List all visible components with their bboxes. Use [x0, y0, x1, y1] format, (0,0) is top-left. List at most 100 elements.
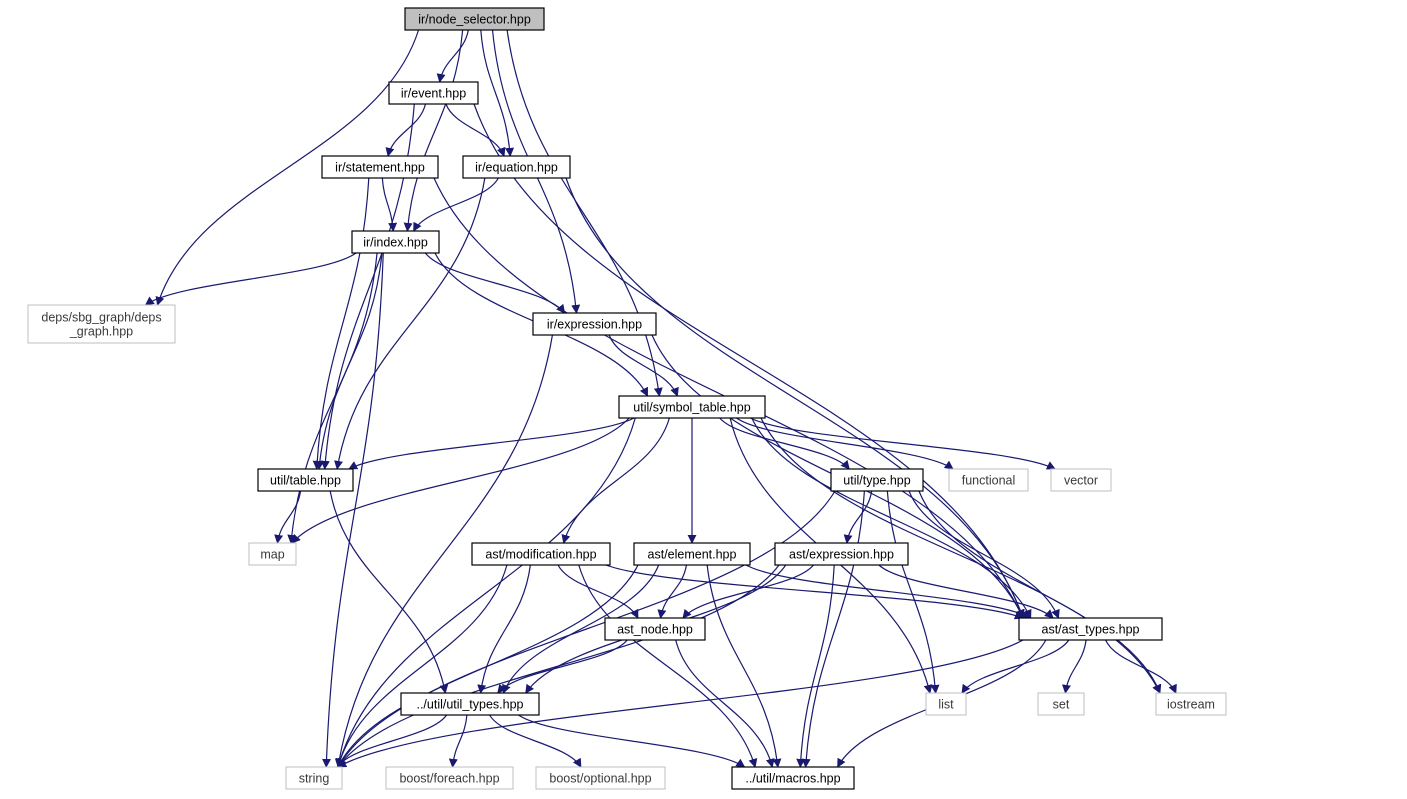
edge-equation-to-ast_types — [565, 177, 1025, 619]
edge-ast_node-to-util_types — [497, 639, 628, 694]
node-event[interactable]: ir/event.hpp — [388, 81, 479, 105]
node-set: set — [1037, 692, 1085, 716]
edge-element-to-util_types — [502, 564, 660, 694]
node-element-box — [633, 542, 751, 566]
node-vector-label: vector — [1064, 474, 1098, 488]
edge-index-to-map — [287, 252, 378, 544]
edge-symbol_table-to-table — [348, 417, 635, 470]
node-ast_node-box — [604, 617, 706, 641]
edge-element-to-ast_types — [745, 564, 1032, 619]
node-deps_graph: deps/sbg_graph/deps_graph.hpp — [27, 304, 176, 344]
edge-modification-to-string — [335, 564, 508, 768]
edge-modification-to-ast_types — [605, 564, 1024, 620]
edge-element-to-ast_node — [657, 564, 688, 619]
edge-util_types-to-string — [336, 714, 448, 768]
node-functional-label: functional — [962, 474, 1016, 488]
node-element-label: ast/element.hpp — [648, 548, 737, 562]
node-string-label: string — [299, 772, 330, 786]
node-table[interactable]: util/table.hpp — [257, 468, 354, 492]
node-macros-label: ../util/macros.hpp — [745, 772, 840, 786]
edge-symbol_table-to-iostream — [760, 417, 1161, 694]
node-macros[interactable]: ../util/macros.hpp — [731, 766, 855, 790]
node-functional-box — [948, 468, 1029, 492]
node-string: string — [285, 766, 343, 790]
edge-index-to-ir_expression — [424, 252, 566, 314]
node-map: map — [248, 542, 297, 566]
edge-util_types-to-optional — [489, 714, 582, 768]
node-index[interactable]: ir/index.hpp — [351, 230, 440, 254]
node-util_types-box — [400, 692, 540, 716]
edge-table-to-util_types — [329, 490, 449, 694]
node-list-box — [925, 692, 967, 716]
node-node_selector-label: ir/node_selector.hpp — [418, 13, 531, 27]
node-equation-box — [462, 155, 571, 179]
node-index-box — [351, 230, 440, 254]
node-optional: boost/optional.hpp — [535, 766, 666, 790]
node-deps_graph-label: _graph.hpp — [69, 325, 133, 339]
node-modification-label: ast/modification.hpp — [485, 548, 596, 562]
node-statement[interactable]: ir/statement.hpp — [321, 155, 439, 179]
edge-event-to-equation — [445, 103, 506, 157]
edge-type-to-ast_expression — [843, 490, 873, 544]
node-string-box — [285, 766, 343, 790]
node-ast_node[interactable]: ast_node.hpp — [604, 617, 706, 641]
node-statement-label: ir/statement.hpp — [335, 161, 425, 175]
edge-type-to-string — [337, 490, 836, 768]
node-element[interactable]: ast/element.hpp — [633, 542, 751, 566]
node-equation[interactable]: ir/equation.hpp — [462, 155, 571, 179]
node-optional-box — [535, 766, 666, 790]
node-symbol_table[interactable]: util/symbol_table.hpp — [618, 395, 766, 419]
edge-ast_types-to-list — [961, 639, 1070, 694]
node-ast_expression[interactable]: ast/expression.hpp — [774, 542, 909, 566]
edge-symbol_table-to-modification — [561, 417, 670, 544]
node-list: list — [925, 692, 967, 716]
edge-index-to-deps_graph — [144, 252, 357, 306]
node-map-box — [248, 542, 297, 566]
edge-symbol_table-to-string — [335, 417, 636, 768]
node-node_selector-box — [404, 7, 545, 31]
node-vector: vector — [1050, 468, 1112, 492]
node-ast_expression-box — [774, 542, 909, 566]
edge-symbol_table-to-vector — [750, 417, 1056, 470]
edge-node_selector-to-equation — [480, 29, 515, 157]
edge-ast_node-to-macros — [675, 639, 775, 768]
edge-ast_expression-to-ast_node — [682, 564, 814, 619]
edge-ast_types-to-iostream — [1105, 639, 1177, 694]
node-modification[interactable]: ast/modification.hpp — [471, 542, 611, 566]
edge-table-to-map — [274, 490, 302, 544]
node-event-label: ir/event.hpp — [401, 87, 466, 101]
node-statement-box — [321, 155, 439, 179]
nodes-layer: ir/node_selector.hpp ir/event.hpp ir/state… — [27, 7, 1227, 790]
node-type[interactable]: util/type.hpp — [830, 468, 924, 492]
node-table-box — [257, 468, 354, 492]
node-util_types[interactable]: ../util/util_types.hpp — [400, 692, 540, 716]
edge-modification-to-macros — [578, 564, 758, 768]
node-macros-box — [731, 766, 855, 790]
node-table-label: util/table.hpp — [270, 474, 341, 488]
node-node_selector[interactable]: ir/node_selector.hpp — [404, 7, 545, 31]
edge-type-to-list — [886, 490, 940, 694]
edge-symbol_table-to-map — [291, 417, 630, 544]
edge-ast_expression-to-string — [337, 564, 780, 768]
edge-node_selector-to-event — [436, 29, 469, 83]
node-vector-box — [1050, 468, 1112, 492]
node-ast_node-label: ast_node.hpp — [617, 623, 693, 637]
edge-equation-to-index — [413, 177, 499, 232]
node-ast_types[interactable]: ast/ast_types.hpp — [1018, 617, 1163, 641]
edge-statement-to-index — [381, 177, 398, 232]
edge-modification-to-ast_node — [557, 564, 639, 619]
node-optional-label: boost/optional.hpp — [549, 772, 651, 786]
node-ast_expression-label: ast/expression.hpp — [789, 548, 894, 562]
node-ir_expression[interactable]: ir/expression.hpp — [532, 312, 657, 336]
node-map-label: map — [260, 548, 284, 562]
node-deps_graph-box — [27, 304, 176, 344]
edge-symbol_table-to-functional — [736, 417, 954, 470]
node-util_types-label: ../util/util_types.hpp — [416, 698, 523, 712]
node-symbol_table-box — [618, 395, 766, 419]
edge-event-to-statement — [385, 103, 427, 157]
node-symbol_table-label: util/symbol_table.hpp — [633, 401, 750, 415]
edge-type-to-ast_types — [908, 490, 1060, 619]
edge-statement-to-table — [312, 177, 370, 470]
